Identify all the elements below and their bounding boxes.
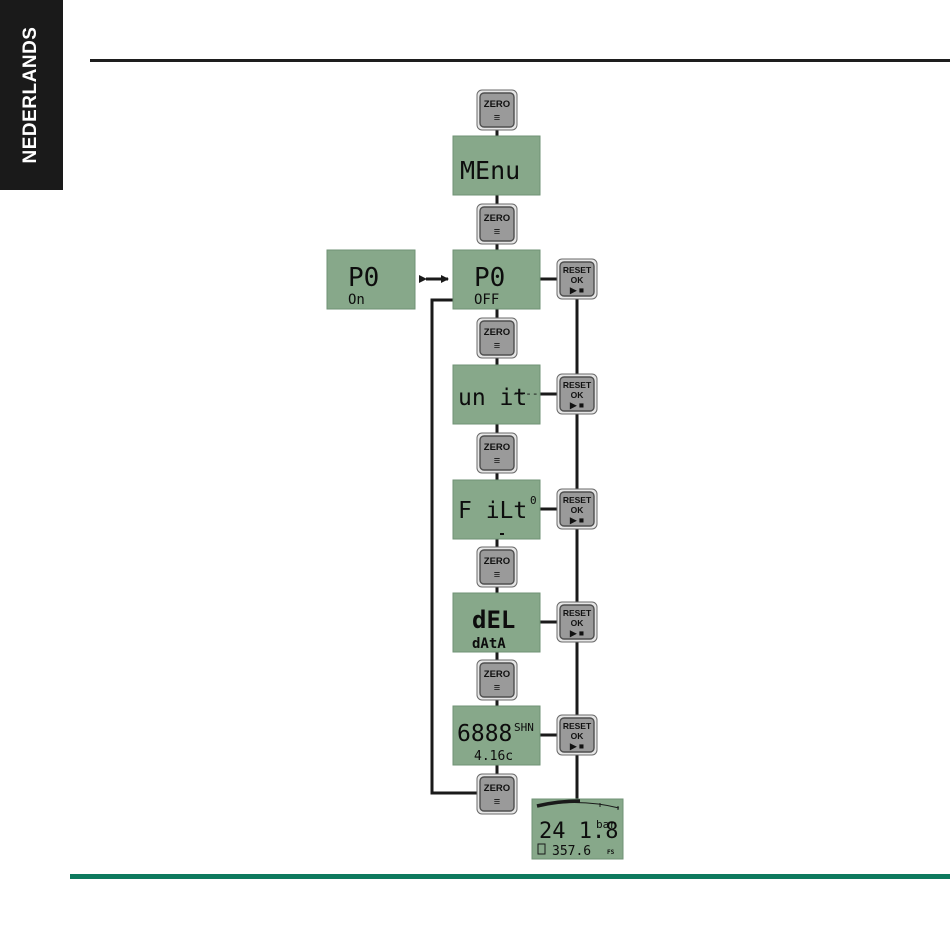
zero-label: ZERO bbox=[484, 442, 510, 453]
p0-off-sub-text: OFF bbox=[474, 292, 499, 308]
unit-suffix-text: ---- bbox=[512, 387, 539, 400]
zero-button-7[interactable]: ZERO ≡ bbox=[477, 774, 517, 814]
menu-lines-icon: ≡ bbox=[494, 569, 500, 581]
zero-label: ZERO bbox=[484, 327, 510, 338]
play-stop-icon: ▶ ■ bbox=[569, 741, 584, 751]
filt-indicator-mark bbox=[500, 533, 504, 535]
filt-suffix-text: 0 bbox=[530, 494, 537, 507]
zero-label: ZERO bbox=[484, 556, 510, 567]
zero-button-5[interactable]: ZERO ≡ bbox=[477, 547, 517, 587]
lcd-screen-del-data: dEL dAtA bbox=[453, 593, 540, 652]
zero-button-2[interactable]: ZERO ≡ bbox=[477, 204, 517, 244]
zero-label: ZERO bbox=[484, 783, 510, 794]
reset-ok-button-1[interactable]: RESET OK ▶ ■ bbox=[557, 259, 597, 299]
measure-sub-text: 357.6 bbox=[552, 844, 591, 859]
lcd-screen-unit: un it ---- bbox=[453, 365, 540, 424]
version-sub-text: 4.16c bbox=[474, 749, 513, 764]
menu-lines-icon: ≡ bbox=[494, 340, 500, 352]
zero-button-1[interactable]: ZERO ≡ bbox=[477, 90, 517, 130]
play-stop-icon: ▶ ■ bbox=[569, 400, 584, 410]
zero-label: ZERO bbox=[484, 99, 510, 110]
version-main-text: 6888 bbox=[457, 721, 512, 747]
menu-lines-icon: ≡ bbox=[494, 796, 500, 808]
lcd-screen-measurement: 24 1.8 bar 357.6 FS bbox=[532, 799, 623, 859]
reset-label: RESET bbox=[563, 495, 592, 505]
ok-label: OK bbox=[571, 618, 585, 628]
del-main-text: dEL bbox=[472, 606, 515, 634]
ok-label: OK bbox=[571, 390, 585, 400]
reset-ok-button-2[interactable]: RESET OK ▶ ■ bbox=[557, 374, 597, 414]
play-stop-icon: ▶ ■ bbox=[569, 285, 584, 295]
reset-label: RESET bbox=[563, 380, 592, 390]
p0-off-main-text: P0 bbox=[474, 263, 505, 293]
ok-label: OK bbox=[571, 731, 585, 741]
zero-button-3[interactable]: ZERO ≡ bbox=[477, 318, 517, 358]
menu-lines-icon: ≡ bbox=[494, 682, 500, 694]
menu-lines-icon: ≡ bbox=[494, 455, 500, 467]
ok-label: OK bbox=[571, 275, 585, 285]
play-stop-icon: ▶ ■ bbox=[569, 628, 584, 638]
reset-label: RESET bbox=[563, 608, 592, 618]
reset-label: RESET bbox=[563, 265, 592, 275]
zero-button-6[interactable]: ZERO ≡ bbox=[477, 660, 517, 700]
lcd-screen-version: 6888 SHN 4.16c bbox=[453, 706, 540, 765]
ok-label: OK bbox=[571, 505, 585, 515]
del-sub-text: dAtA bbox=[472, 636, 506, 652]
reset-label: RESET bbox=[563, 721, 592, 731]
play-stop-icon: ▶ ■ bbox=[569, 515, 584, 525]
menu-text: MEnu bbox=[460, 156, 520, 185]
reset-ok-button-3[interactable]: RESET OK ▶ ■ bbox=[557, 489, 597, 529]
p0-on-sub-text: On bbox=[348, 292, 365, 308]
menu-lines-icon: ≡ bbox=[494, 226, 500, 238]
reset-ok-button-4[interactable]: RESET OK ▶ ■ bbox=[557, 602, 597, 642]
version-suffix-text: SHN bbox=[514, 721, 534, 734]
zero-label: ZERO bbox=[484, 669, 510, 680]
lcd-screen-filt: F iLt 0 bbox=[453, 480, 540, 539]
lcd-screen-p0-off: P0 OFF bbox=[453, 250, 540, 309]
lcd-screen-menu: MEnu bbox=[453, 136, 540, 195]
zero-button-4[interactable]: ZERO ≡ bbox=[477, 433, 517, 473]
measure-tag-text: FS bbox=[607, 849, 615, 856]
lcd-screen-p0-on: P0 On bbox=[327, 250, 415, 309]
filt-main-text: F iLt bbox=[458, 498, 527, 524]
zero-label: ZERO bbox=[484, 213, 510, 224]
measure-unit-text: bar bbox=[596, 818, 616, 831]
p0-on-main-text: P0 bbox=[348, 263, 379, 293]
reset-ok-button-5[interactable]: RESET OK ▶ ■ bbox=[557, 715, 597, 755]
menu-lines-icon: ≡ bbox=[494, 112, 500, 124]
